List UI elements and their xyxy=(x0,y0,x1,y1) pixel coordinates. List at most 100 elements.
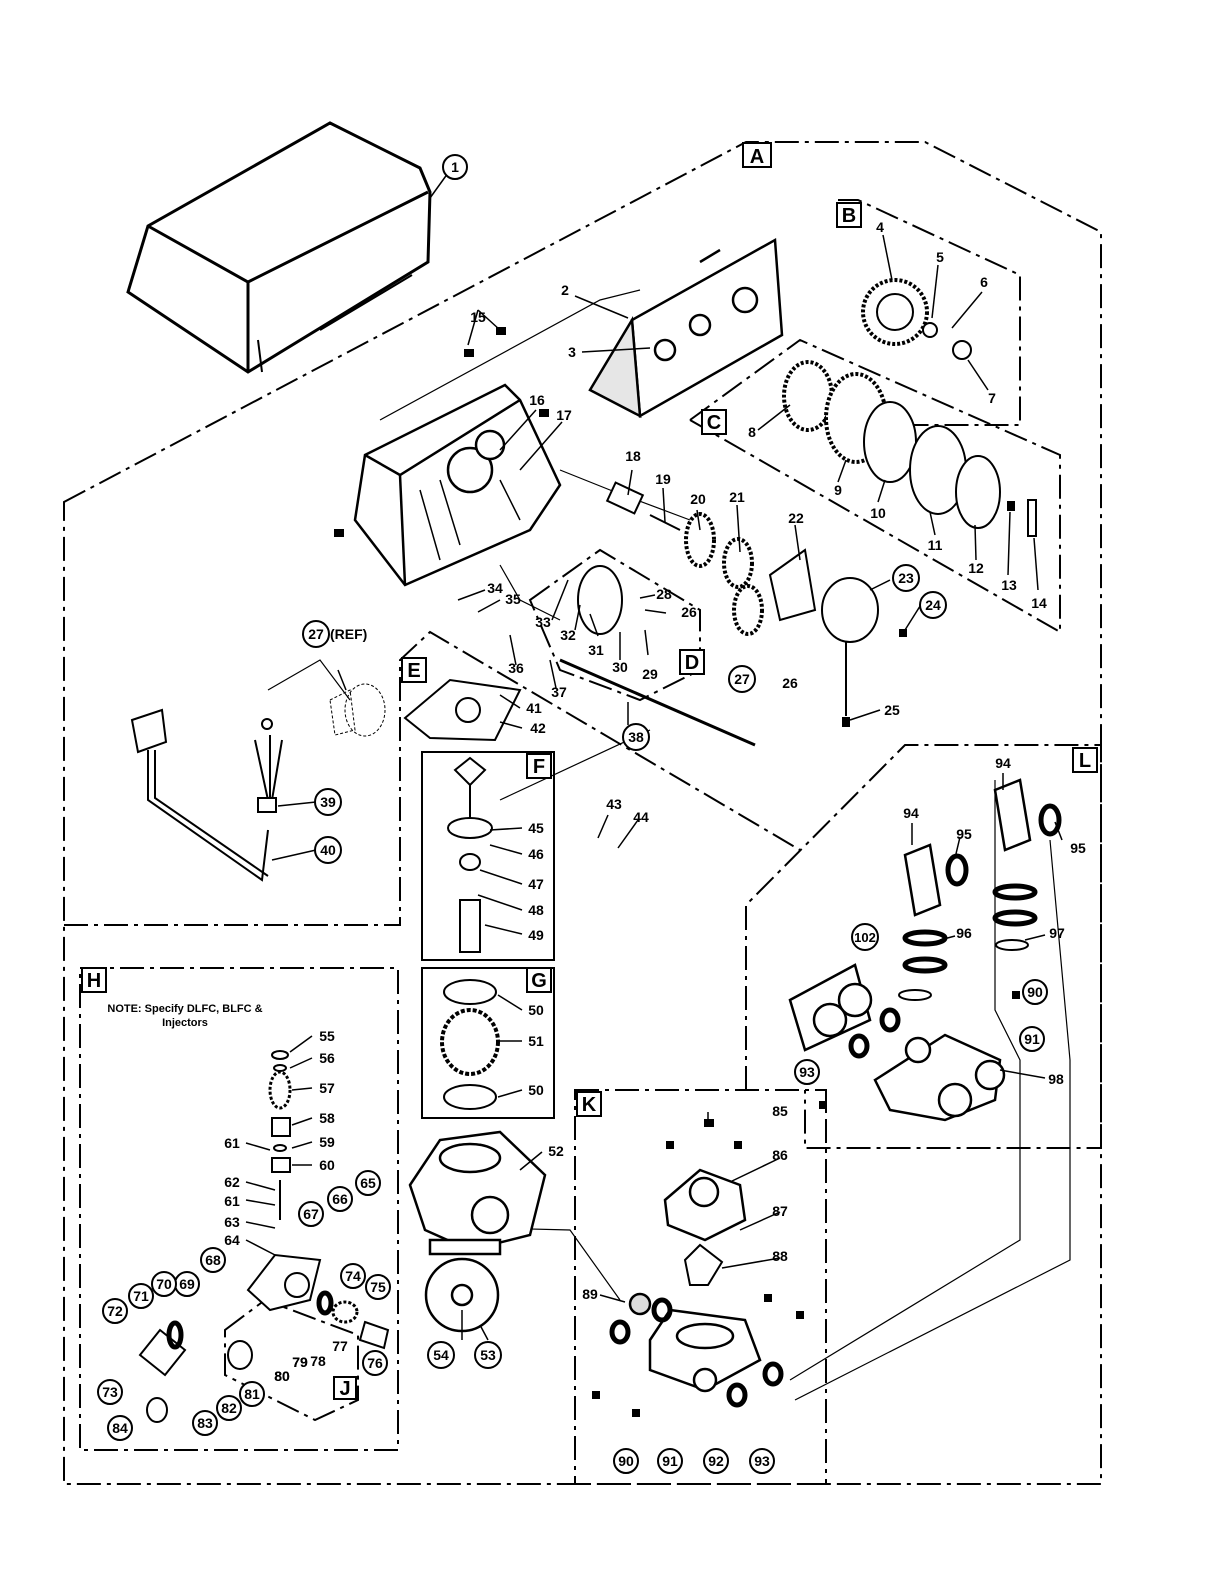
section-h-outline xyxy=(79,967,399,1451)
callout-33: 33 xyxy=(535,614,551,630)
callout-97: 97 xyxy=(1049,925,1065,941)
valve-body-part xyxy=(408,1130,547,1333)
section-label-d: D xyxy=(685,652,699,674)
control-housing-part xyxy=(353,383,562,587)
callout-38: 38 xyxy=(628,729,644,745)
section-fg-boxes xyxy=(421,751,555,1119)
injector-note: NOTE: Specify DLFC, BLFC & Injectors xyxy=(90,1002,280,1030)
callout-67: 67 xyxy=(303,1206,319,1222)
circled-callouts-jk: 79 80 xyxy=(274,1354,308,1384)
callout-16: 16 xyxy=(529,392,545,408)
callout-71: 71 xyxy=(133,1288,149,1304)
drive-train-part xyxy=(559,481,879,747)
callout-26-d: 26 xyxy=(681,604,697,620)
callout-44: 44 xyxy=(633,809,649,825)
callout-52: 52 xyxy=(548,1143,564,1159)
callout-94-left: 94 xyxy=(903,805,919,821)
circled-callouts: 1 23 24 27 27 38 39 40 53 54 65 66 67 68… xyxy=(102,159,1043,1469)
section-g-outline xyxy=(421,967,555,1119)
callout-37: 37 xyxy=(551,684,567,700)
section-label-l: L xyxy=(1079,750,1091,772)
callout-72: 72 xyxy=(107,1303,123,1319)
callout-78: 78 xyxy=(310,1353,326,1369)
callout-40: 40 xyxy=(320,842,336,858)
callout-89: 89 xyxy=(582,1286,598,1302)
callout-5: 5 xyxy=(936,249,944,265)
callout-35: 35 xyxy=(505,591,521,607)
callout-95-left: 95 xyxy=(956,826,972,842)
section-label-h: H xyxy=(87,970,101,992)
section-label-g: G xyxy=(531,970,547,992)
callout-22: 22 xyxy=(788,510,804,526)
callout-64: 64 xyxy=(224,1232,240,1248)
callout-15: 15 xyxy=(470,309,486,325)
callout-32: 32 xyxy=(560,627,576,643)
callout-2: 2 xyxy=(561,282,569,298)
section-label-c: C xyxy=(707,412,721,434)
gear-b-part xyxy=(861,278,972,360)
callout-79: 79 xyxy=(292,1354,308,1370)
callout-28: 28 xyxy=(656,586,672,602)
callout-93-l: 93 xyxy=(799,1064,815,1080)
callout-76: 76 xyxy=(367,1355,383,1371)
callout-93-k: 93 xyxy=(754,1453,770,1469)
section-label-j: J xyxy=(339,1378,350,1400)
callout-50-top: 50 xyxy=(528,1002,544,1018)
circled-callout-rings xyxy=(97,154,1048,1474)
callout-55: 55 xyxy=(319,1028,335,1044)
callout-56: 56 xyxy=(319,1050,335,1066)
callout-70: 70 xyxy=(156,1276,172,1292)
callout-4: 4 xyxy=(876,219,884,235)
callout-25: 25 xyxy=(884,702,900,718)
callout-73: 73 xyxy=(102,1384,118,1400)
screws xyxy=(334,327,1020,1417)
callout-58: 58 xyxy=(319,1110,335,1126)
callout-45: 45 xyxy=(528,820,544,836)
callout-9: 9 xyxy=(834,482,842,498)
callout-27-ref: 27 xyxy=(308,626,324,642)
callout-88: 88 xyxy=(772,1248,788,1264)
section-label-e: E xyxy=(407,660,420,682)
callout-1: 1 xyxy=(451,159,459,175)
section-label-a: A xyxy=(750,146,764,168)
callout-85: 85 xyxy=(772,1103,788,1119)
callout-20: 20 xyxy=(690,491,706,507)
section-c-outline xyxy=(689,338,1061,634)
callout-30: 30 xyxy=(612,659,628,675)
motor-plate-part xyxy=(588,237,784,419)
callout-95-right: 95 xyxy=(1070,840,1086,856)
callout-61-top: 61 xyxy=(224,1135,240,1151)
callout-53: 53 xyxy=(480,1347,496,1363)
callout-8: 8 xyxy=(748,424,756,440)
section-label-b: B xyxy=(842,205,856,227)
callout-24: 24 xyxy=(925,597,941,613)
section-f-outline xyxy=(421,751,555,961)
section-k-outline xyxy=(574,1089,827,1485)
callout-36: 36 xyxy=(508,660,524,676)
callout-14: 14 xyxy=(1031,595,1047,611)
callout-6: 6 xyxy=(980,274,988,290)
callout-49: 49 xyxy=(528,927,544,943)
callout-31: 31 xyxy=(588,642,604,658)
callout-102: 102 xyxy=(854,930,876,945)
callout-69: 69 xyxy=(179,1276,195,1292)
callout-57: 57 xyxy=(319,1080,335,1096)
callout-84: 84 xyxy=(112,1420,128,1436)
callout-46: 46 xyxy=(528,846,544,862)
callout-96: 96 xyxy=(956,925,972,941)
cover-part xyxy=(126,121,432,374)
bypass-l-part xyxy=(788,778,1032,1122)
callout-92: 92 xyxy=(708,1453,724,1469)
callout-68: 68 xyxy=(205,1252,221,1268)
callout-26: 26 xyxy=(782,675,798,691)
callout-17: 17 xyxy=(556,407,572,423)
callout-3: 3 xyxy=(568,344,576,360)
callout-74: 74 xyxy=(345,1268,361,1284)
callout-65: 65 xyxy=(360,1175,376,1191)
callout-59: 59 xyxy=(319,1134,335,1150)
callout-98: 98 xyxy=(1048,1071,1064,1087)
callout-51: 51 xyxy=(528,1033,544,1049)
note-line-2: Injectors xyxy=(162,1017,208,1029)
section-label-k: K xyxy=(582,1094,597,1116)
callout-77: 77 xyxy=(332,1338,348,1354)
